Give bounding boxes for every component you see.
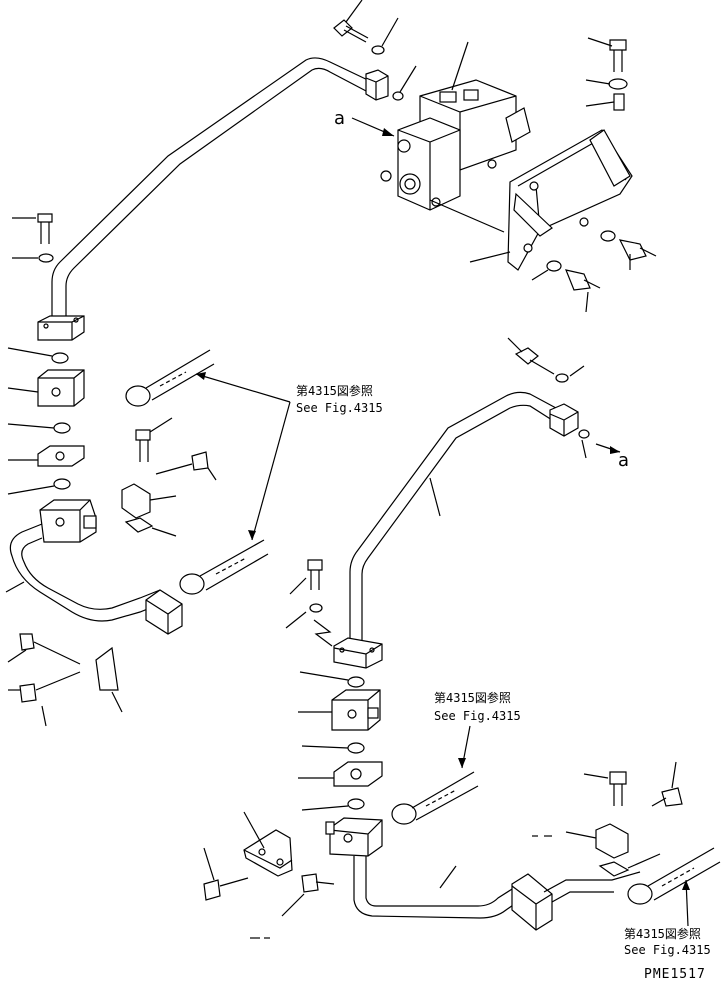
pipe-end-marker-a: a <box>618 450 629 471</box>
reference-label-jp: 第4315図参照 <box>296 383 373 398</box>
reference-callout-upper: 第4315図参照 See Fig.4315 <box>195 372 383 541</box>
reference-label-en-2: See Fig.4315 <box>434 709 521 723</box>
drawing-code: PME1517 <box>644 967 706 982</box>
control-valve: a <box>334 41 531 211</box>
reference-callout-lower: 第4315図参照 See Fig.4315 <box>434 690 521 769</box>
right-upper-pipe-assembly: a <box>285 337 629 669</box>
reference-label-en-3: See Fig.4315 <box>624 943 711 957</box>
reference-label-en: See Fig.4315 <box>296 401 383 415</box>
bracket-bolts <box>531 37 657 313</box>
left-lower-assembly <box>5 213 269 727</box>
top-bolt <box>333 0 417 101</box>
valve-port-marker-a: a <box>334 108 345 129</box>
upper-pipe-assembly <box>37 57 389 341</box>
right-lower-assembly <box>203 671 721 939</box>
reference-label-jp-3: 第4315図参照 <box>624 926 701 941</box>
reference-label-jp-2: 第4315図参照 <box>434 690 511 705</box>
valve-bracket <box>429 129 633 271</box>
reference-callout-corner: 第4315図参照 See Fig.4315 <box>624 879 711 957</box>
